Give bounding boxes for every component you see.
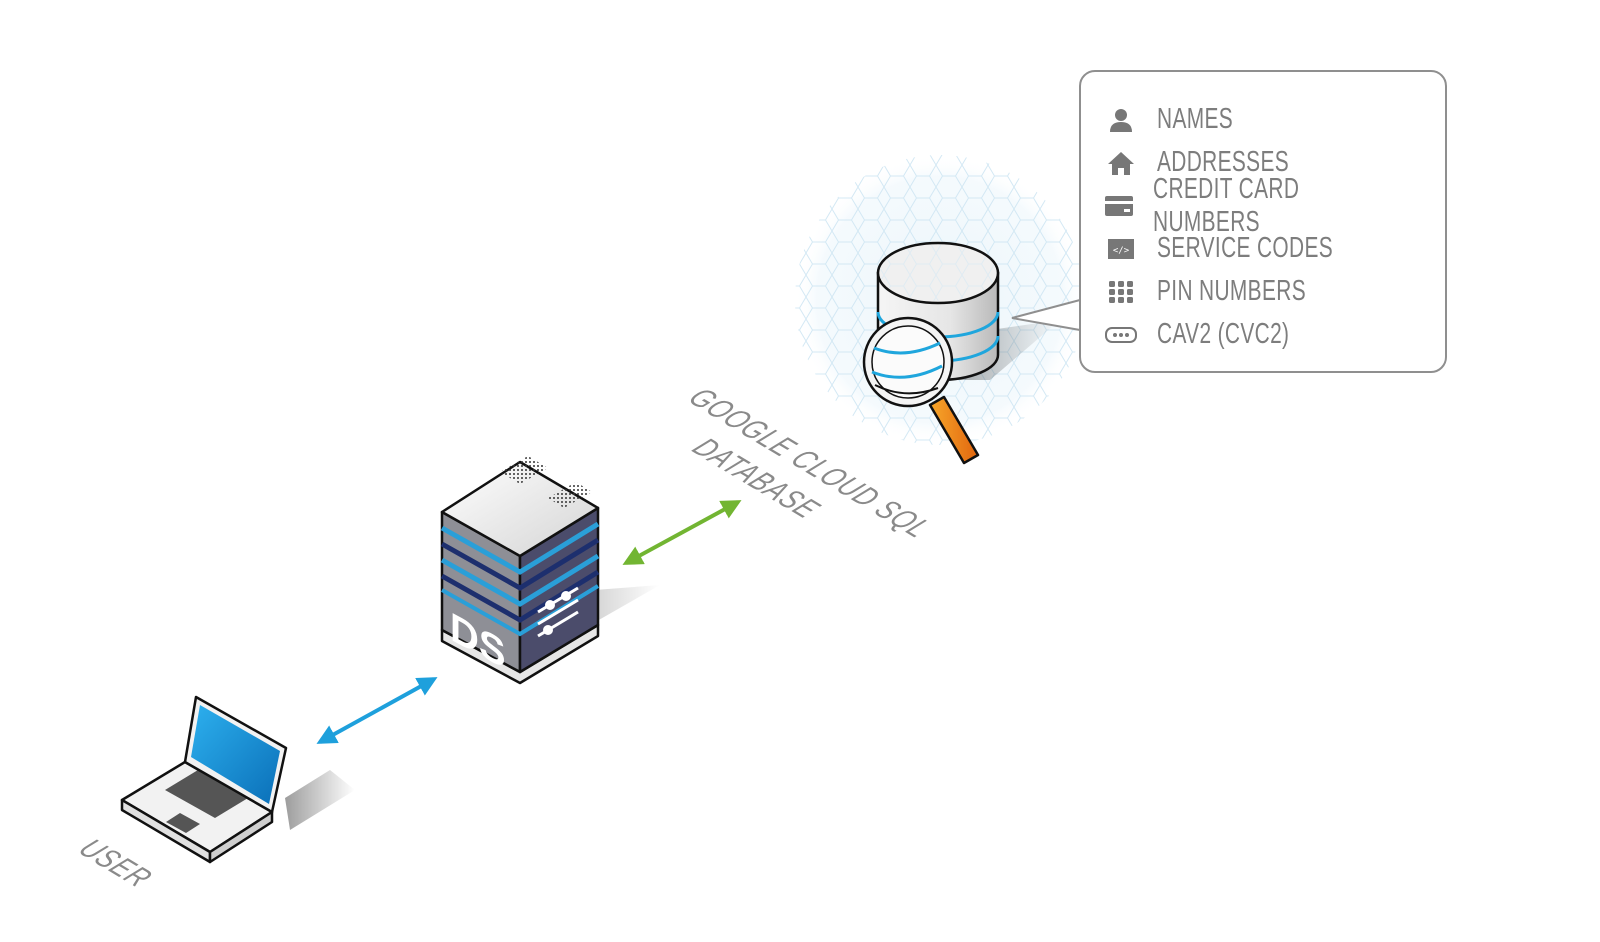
person-icon: [1105, 108, 1137, 132]
credit-card-icon: [1105, 194, 1133, 218]
home-icon: [1105, 151, 1137, 175]
ds-server[interactable]: DS: [440, 456, 660, 685]
user-ds-arrow: [316, 677, 438, 744]
code-icon: </>: [1105, 237, 1137, 261]
callout-pointer: [1011, 299, 1081, 331]
password-dots-icon: [1105, 323, 1137, 347]
callout-item-names: NAMES: [1105, 98, 1445, 141]
trackpad: [166, 813, 200, 833]
callout-item-pin-numbers: PIN NUMBERS: [1105, 270, 1445, 313]
keyboard: [165, 770, 248, 818]
sliders-icon: [537, 586, 579, 638]
callout-item-addresses: ADDRESSES: [1105, 141, 1445, 184]
magnifier-icon: [862, 316, 980, 465]
callout-item-credit-card: CREDIT CARD NUMBERS: [1105, 173, 1445, 238]
ds-db-arrow: [622, 500, 742, 565]
callout-item-service-codes: </> SERVICE CODES: [1105, 227, 1445, 270]
laptop-screen: [191, 705, 280, 804]
callout-item-cav2: CAV2 (CVC2): [1105, 313, 1445, 356]
vent-grille: [500, 456, 548, 484]
server-stripes: [440, 521, 600, 637]
keypad-icon: [1105, 280, 1137, 304]
user-laptop[interactable]: [120, 695, 355, 864]
vent-grille: [548, 482, 592, 508]
data-types-callout: NAMES ADDRESSES CREDIT CARD NUMBERS </> …: [1079, 70, 1447, 373]
svg-text:</>: </>: [1113, 246, 1130, 256]
